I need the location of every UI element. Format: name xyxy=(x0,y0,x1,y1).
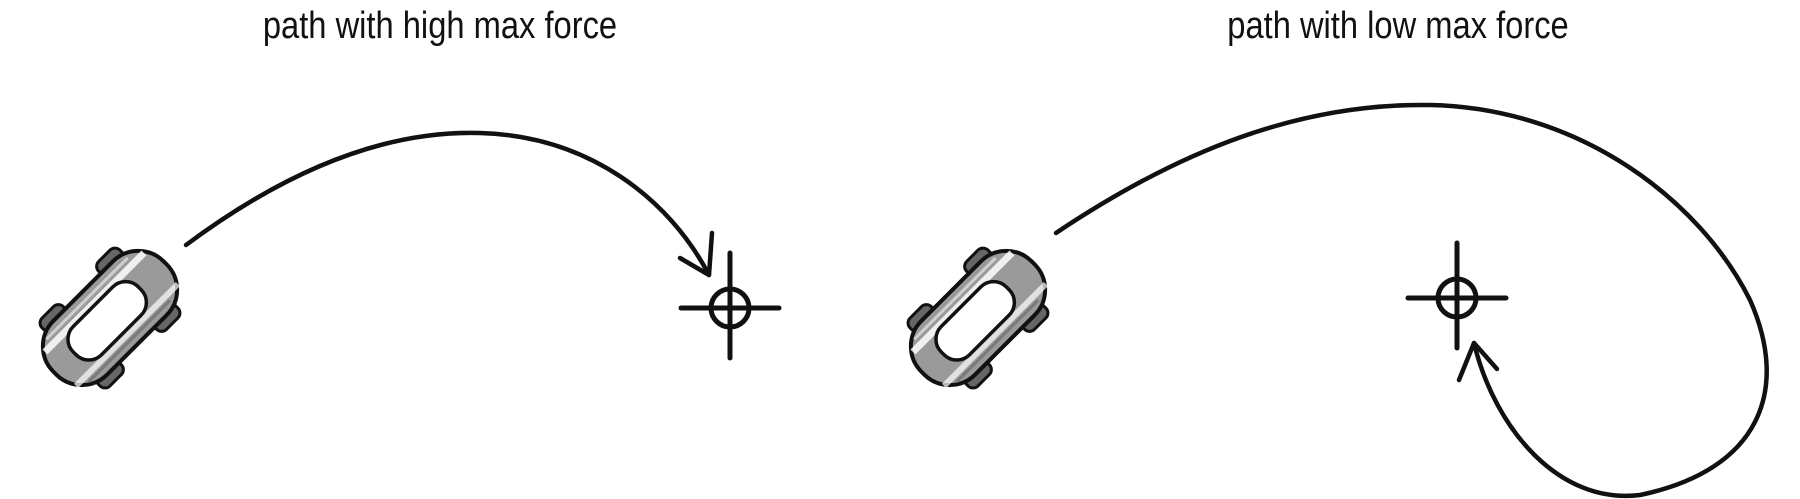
car-icon xyxy=(21,229,199,407)
panel-title-low-force: path with low max force xyxy=(1227,5,1569,47)
panel-low-force xyxy=(889,102,1769,499)
arrowhead-icon xyxy=(677,230,715,278)
arrowhead-icon xyxy=(1456,340,1500,383)
car-icon xyxy=(889,229,1067,407)
path-arrow-high-force xyxy=(183,130,712,278)
panel-title-high-force: path with high max force xyxy=(262,5,618,47)
path-arrow-low-force xyxy=(1053,102,1769,499)
crosshair-target-icon xyxy=(1408,243,1506,348)
panel-high-force xyxy=(21,130,779,407)
